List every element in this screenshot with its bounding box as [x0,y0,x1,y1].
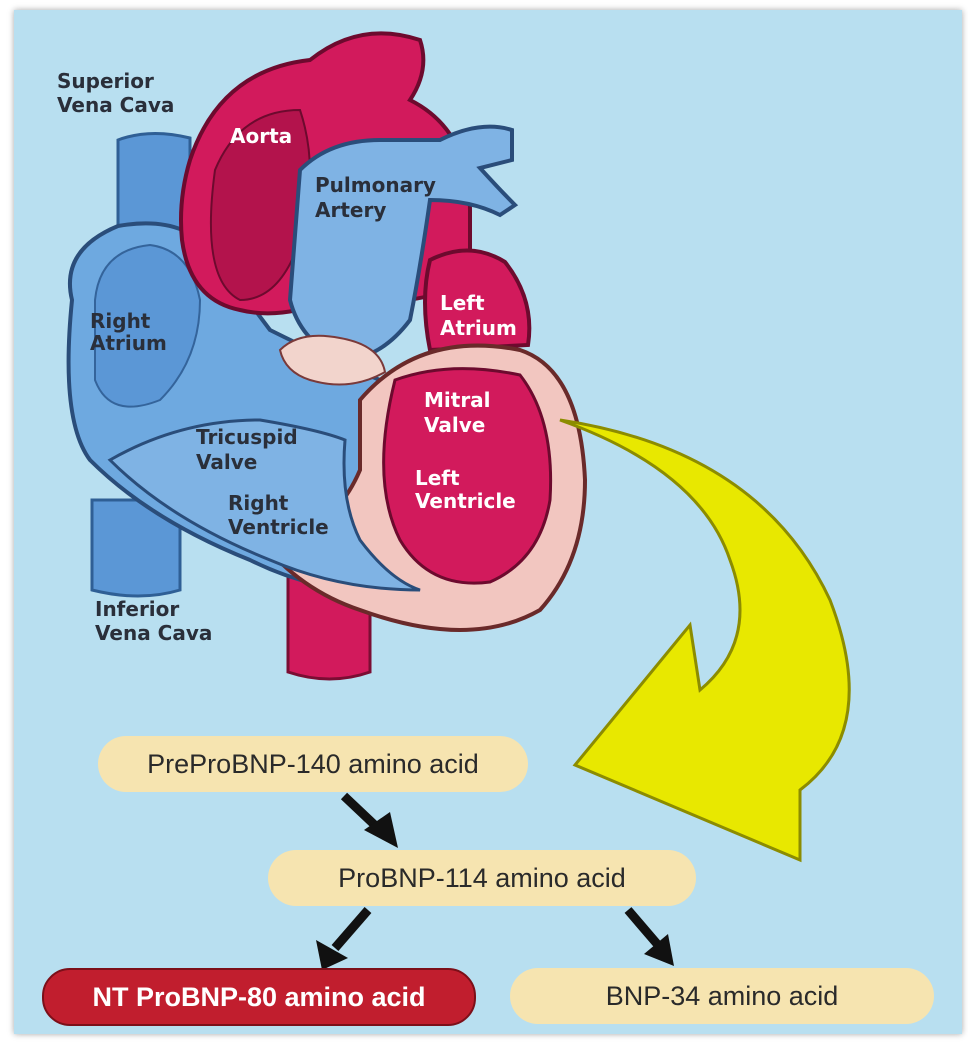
label-right-atrium: Right Atrium [90,309,167,355]
label-superior-vena-cava: Superior Vena Cava [57,69,174,117]
arrow-pro-to-nt [335,910,368,948]
pill-bnp: BNP-34 amino acid [510,968,934,1024]
pill-nt-probnp: NT ProBNP-80 amino acid [42,968,476,1026]
arrow-pro-to-bnp [628,910,658,945]
label-inferior-vena-cava: Inferior Vena Cava [95,597,212,645]
pill-prepro-bnp: PreProBNP-140 amino acid [98,736,528,792]
label-aorta: Aorta [230,124,292,148]
yellow-arrow [560,420,849,860]
pill-pro-bnp: ProBNP-114 amino acid [268,850,696,906]
